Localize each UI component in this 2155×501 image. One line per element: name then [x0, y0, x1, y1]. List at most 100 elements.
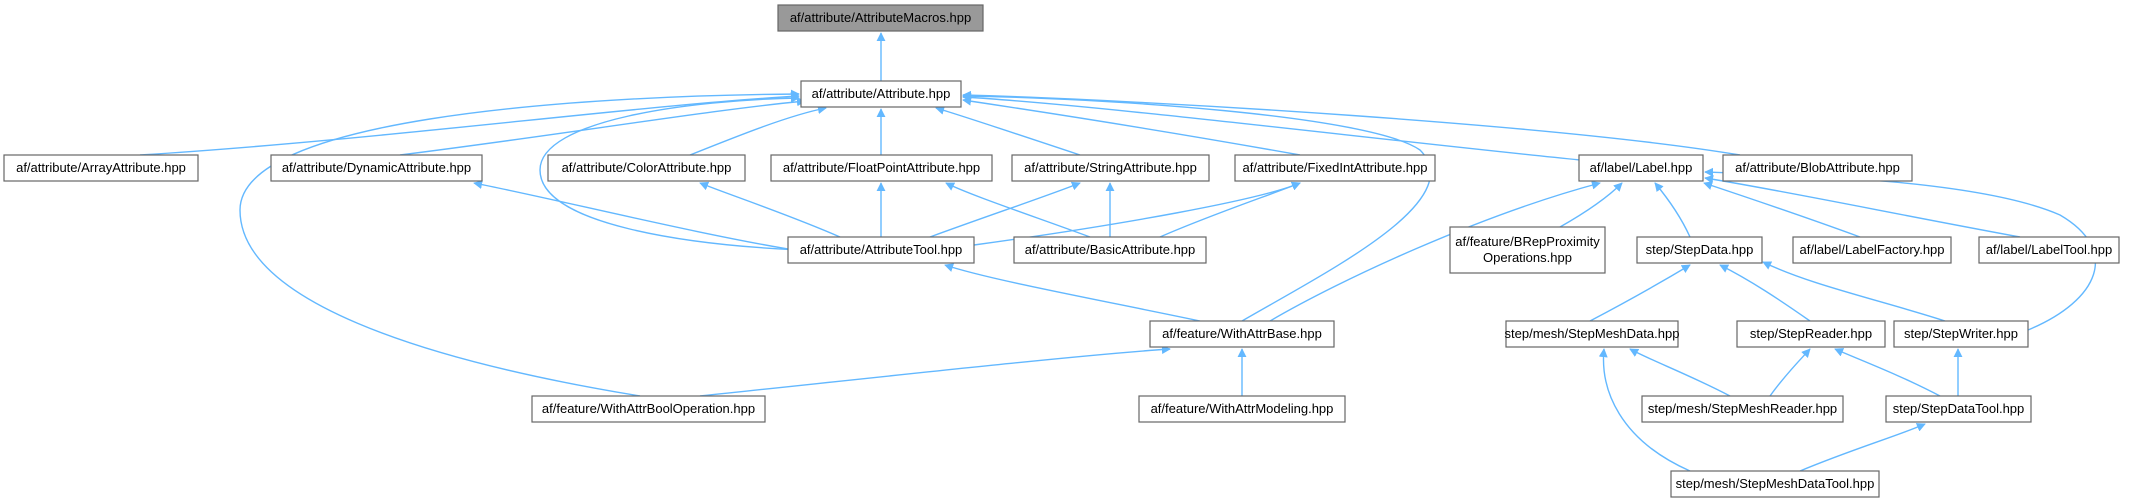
- node-box: [787, 236, 975, 264]
- node-attribute[interactable]: af/attribute/Attribute.hpp: [800, 80, 962, 108]
- node-box: [800, 80, 962, 108]
- node-floatpoint[interactable]: af/attribute/FloatPointAttribute.hpp: [770, 154, 993, 182]
- edge-stepmeshdatatool-to-stepdatatool: [1799, 423, 1926, 472]
- edge-color-to-attribute: [689, 105, 827, 156]
- edge-layer: [139, 32, 2097, 472]
- node-box: [270, 154, 483, 182]
- edge-labeltool-to-label: [1704, 174, 2021, 238]
- edge-stepmeshdata-to-stepdata: [1589, 264, 1691, 322]
- edge-attrtool-to-string: [929, 181, 1081, 238]
- edge-basic-to-fixedint: [1159, 181, 1301, 238]
- edge-attrtool-to-fixedint: [973, 182, 1301, 246]
- node-stepreader[interactable]: step/StepReader.hpp: [1736, 320, 1886, 348]
- node-label: af/feature/BRepProximity: [1455, 234, 1600, 249]
- node-box: [1722, 154, 1913, 182]
- node-box: [1505, 320, 1679, 348]
- node-string[interactable]: af/attribute/StringAttribute.hpp: [1011, 154, 1210, 182]
- node-stepdatatool[interactable]: step/StepDataTool.hpp: [1885, 395, 2032, 423]
- node-label: af/attribute/FixedIntAttribute.hpp: [1243, 160, 1428, 175]
- node-label: af/label/LabelFactory.hpp: [1799, 242, 1944, 257]
- edge-withattrbool-to-withattrbase: [699, 345, 1171, 397]
- node-box: [1670, 470, 1880, 498]
- node-label: af/attribute/BlobAttribute.hpp: [1735, 160, 1900, 175]
- node-box: [1641, 395, 1844, 423]
- edge-stepwriter-to-stepdata: [1762, 261, 1946, 322]
- node-withattrbool[interactable]: af/feature/WithAttrBoolOperation.hpp: [531, 395, 766, 423]
- edge-stepdatatool-to-stepreader: [1834, 348, 1941, 397]
- node-box: [531, 395, 766, 423]
- edge-withattrbase-to-attribute: [962, 91, 1432, 322]
- node-box: [1234, 154, 1436, 182]
- node-box: [1138, 395, 1346, 423]
- node-color[interactable]: af/attribute/ColorAttribute.hpp: [547, 154, 746, 182]
- node-label: af/attribute/ArrayAttribute.hpp: [16, 160, 186, 175]
- node-label: af/label/Label.hpp: [1590, 160, 1693, 175]
- node-box: [1636, 236, 1763, 264]
- node-box: [547, 154, 746, 182]
- node-stepdata[interactable]: step/StepData.hpp: [1636, 236, 1763, 264]
- edge-stepmeshdatatool-to-stepmeshdata: [1598, 348, 1691, 472]
- node-label: af/attribute/Attribute.hpp: [812, 86, 951, 101]
- edge-stepreader-to-stepdata: [1719, 264, 1811, 322]
- node-box: [770, 154, 993, 182]
- edge-brep-to-label: [1559, 182, 1623, 228]
- node-box: [1893, 320, 2029, 348]
- edge-withattrbool-to-attribute: [239, 89, 800, 397]
- node-blob[interactable]: af/attribute/BlobAttribute.hpp: [1722, 154, 1913, 182]
- node-labeltool[interactable]: af/label/LabelTool.hpp: [1978, 236, 2120, 264]
- node-label: af/feature/WithAttrModeling.hpp: [1151, 401, 1334, 416]
- edge-stepmeshreader-to-stepmeshdata: [1629, 348, 1731, 397]
- node-label: af/attribute/StringAttribute.hpp: [1024, 160, 1197, 175]
- edge-labelfactory-to-label: [1703, 181, 1861, 238]
- node-withattrbase[interactable]: af/feature/WithAttrBase.hpp: [1149, 320, 1335, 348]
- edge-label-to-attribute: [962, 92, 1581, 161]
- node-layer: af/attribute/AttributeMacros.hpp af/attri…: [3, 4, 2120, 498]
- node-macros[interactable]: af/attribute/AttributeMacros.hpp: [777, 4, 984, 32]
- node-label: Operations.hpp: [1483, 250, 1572, 265]
- node-stepmeshreader[interactable]: step/mesh/StepMeshReader.hpp: [1641, 395, 1844, 423]
- node-box: [1013, 236, 1207, 264]
- node-label[interactable]: af/label/Label.hpp: [1578, 154, 1704, 182]
- node-label: af/attribute/AttributeMacros.hpp: [790, 10, 971, 25]
- node-label: af/attribute/FloatPointAttribute.hpp: [783, 160, 980, 175]
- edge-stepdata-to-label: [1654, 182, 1691, 238]
- node-withattrmodeling[interactable]: af/feature/WithAttrModeling.hpp: [1138, 395, 1346, 423]
- edge-basic-to-floatpoint: [945, 182, 1091, 238]
- edge-string-to-attribute: [935, 105, 1081, 156]
- node-box: [1449, 226, 1606, 274]
- node-box: [1149, 320, 1335, 348]
- node-box: [1885, 395, 2032, 423]
- node-basic[interactable]: af/attribute/BasicAttribute.hpp: [1013, 236, 1207, 264]
- node-box: [1978, 236, 2120, 264]
- node-label: step/mesh/StepMeshReader.hpp: [1648, 401, 1837, 416]
- node-box: [777, 4, 984, 32]
- edge-stepmeshreader-to-stepreader: [1769, 348, 1811, 397]
- node-fixedint[interactable]: af/attribute/FixedIntAttribute.hpp: [1234, 154, 1436, 182]
- node-box: [3, 154, 199, 182]
- node-labelfactory[interactable]: af/label/LabelFactory.hpp: [1792, 236, 1952, 264]
- node-box: [1011, 154, 1210, 182]
- node-label: step/StepReader.hpp: [1750, 326, 1872, 341]
- node-box: [1578, 154, 1704, 182]
- node-stepmeshdatatool[interactable]: step/mesh/StepMeshDataTool.hpp: [1670, 470, 1880, 498]
- node-label: step/mesh/StepMeshData.hpp: [1505, 326, 1680, 341]
- node-stepwriter[interactable]: step/StepWriter.hpp: [1893, 320, 2029, 348]
- node-label: step/mesh/StepMeshDataTool.hpp: [1676, 476, 1875, 491]
- node-label: step/StepDataTool.hpp: [1893, 401, 2025, 416]
- edge-attrtool-to-dynamic: [473, 180, 801, 252]
- node-label: af/attribute/DynamicAttribute.hpp: [282, 160, 471, 175]
- node-label: af/label/LabelTool.hpp: [1986, 242, 2113, 257]
- node-box: [1736, 320, 1886, 348]
- edge-attrtool-to-attribute: [539, 93, 801, 251]
- node-stepmeshdata[interactable]: step/mesh/StepMeshData.hpp: [1505, 320, 1680, 348]
- node-dynamic[interactable]: af/attribute/DynamicAttribute.hpp: [270, 154, 483, 182]
- node-label: step/StepWriter.hpp: [1904, 326, 2018, 341]
- node-label: step/StepData.hpp: [1646, 242, 1754, 257]
- node-attrtool[interactable]: af/attribute/AttributeTool.hpp: [787, 236, 975, 264]
- node-label: af/attribute/ColorAttribute.hpp: [562, 160, 732, 175]
- node-array[interactable]: af/attribute/ArrayAttribute.hpp: [3, 154, 199, 182]
- node-label: af/attribute/AttributeTool.hpp: [800, 242, 963, 257]
- edge-attrtool-to-color: [699, 181, 841, 238]
